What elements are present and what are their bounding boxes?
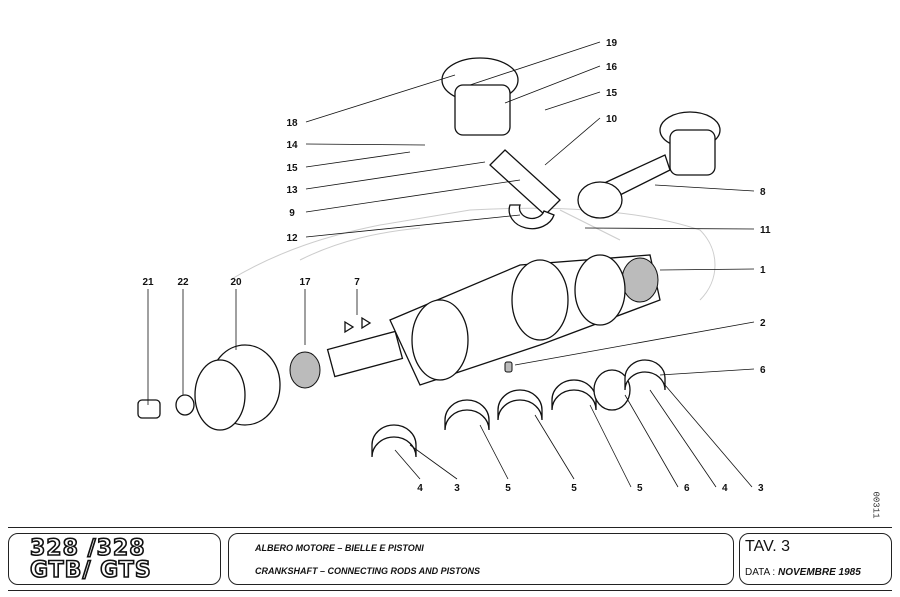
sheet-box <box>739 533 892 585</box>
callout-5: 5 <box>571 483 577 494</box>
bearing-shells <box>371 359 666 458</box>
leader-line <box>544 91 601 111</box>
leader-line <box>654 184 755 192</box>
sheet-number: TAV. 3 <box>745 538 791 555</box>
leader-line <box>305 151 411 168</box>
leader-line <box>649 389 717 488</box>
callout-5: 5 <box>637 483 643 494</box>
callout-9: 9 <box>289 208 295 219</box>
divider <box>8 590 892 591</box>
leader-line <box>305 179 521 213</box>
leader-line <box>305 214 521 238</box>
title-italian: ALBERO MOTORE – BIELLE E PISTONI <box>255 543 424 553</box>
callout-3: 3 <box>758 483 764 494</box>
callout-7: 7 <box>354 277 360 288</box>
callout-16: 16 <box>606 62 618 73</box>
title-box <box>228 533 734 585</box>
leader-line <box>584 227 755 230</box>
callout-4: 4 <box>722 483 728 494</box>
callout-6: 6 <box>684 483 690 494</box>
callout-2: 2 <box>760 318 766 329</box>
callout-3: 3 <box>454 483 460 494</box>
callout-21: 21 <box>142 277 154 288</box>
leader-line <box>514 321 755 366</box>
callout-17: 17 <box>299 277 311 288</box>
leader-line <box>534 414 575 480</box>
car-silhouette <box>229 207 716 301</box>
model-box <box>8 533 221 585</box>
piston-rod-2 <box>577 111 721 219</box>
leader-line <box>589 404 632 488</box>
drawing-code: 00311 <box>870 491 881 519</box>
callout-13: 13 <box>286 185 298 196</box>
callout-10: 10 <box>606 114 618 125</box>
leader-line <box>659 368 755 376</box>
leader-line <box>504 65 601 104</box>
leader-line <box>469 41 601 86</box>
leader-line <box>394 449 421 480</box>
divider <box>8 527 892 528</box>
callout-20: 20 <box>230 277 242 288</box>
callout-14: 14 <box>286 140 298 151</box>
leader-line <box>409 444 458 480</box>
callout-11: 11 <box>760 225 771 236</box>
pulley-assembly <box>137 316 513 431</box>
callout-19: 19 <box>606 38 618 49</box>
leader-line <box>624 394 679 488</box>
leader-line <box>664 384 753 488</box>
callout-4: 4 <box>417 483 423 494</box>
callout-12: 12 <box>286 233 298 244</box>
leader-line <box>305 74 456 123</box>
callout-1: 1 <box>760 265 766 276</box>
drawing-date: DATA : NOVEMBRE 1985 <box>745 567 861 578</box>
callout-15: 15 <box>286 163 298 174</box>
callout-22: 22 <box>177 277 189 288</box>
leader-line <box>305 143 426 146</box>
leader-line <box>544 117 601 166</box>
callout-18: 18 <box>286 118 298 129</box>
callout-8: 8 <box>760 187 766 198</box>
leader-line <box>479 424 509 480</box>
piston-rod-1 <box>441 57 561 230</box>
leader-line <box>659 268 755 271</box>
callout-6: 6 <box>760 365 766 376</box>
crankshaft <box>326 254 661 386</box>
title-english: CRANKSHAFT – CONNECTING RODS AND PISTONS <box>255 566 481 576</box>
leader-line <box>305 161 486 190</box>
callout-15: 15 <box>606 88 618 99</box>
callout-5: 5 <box>505 483 511 494</box>
